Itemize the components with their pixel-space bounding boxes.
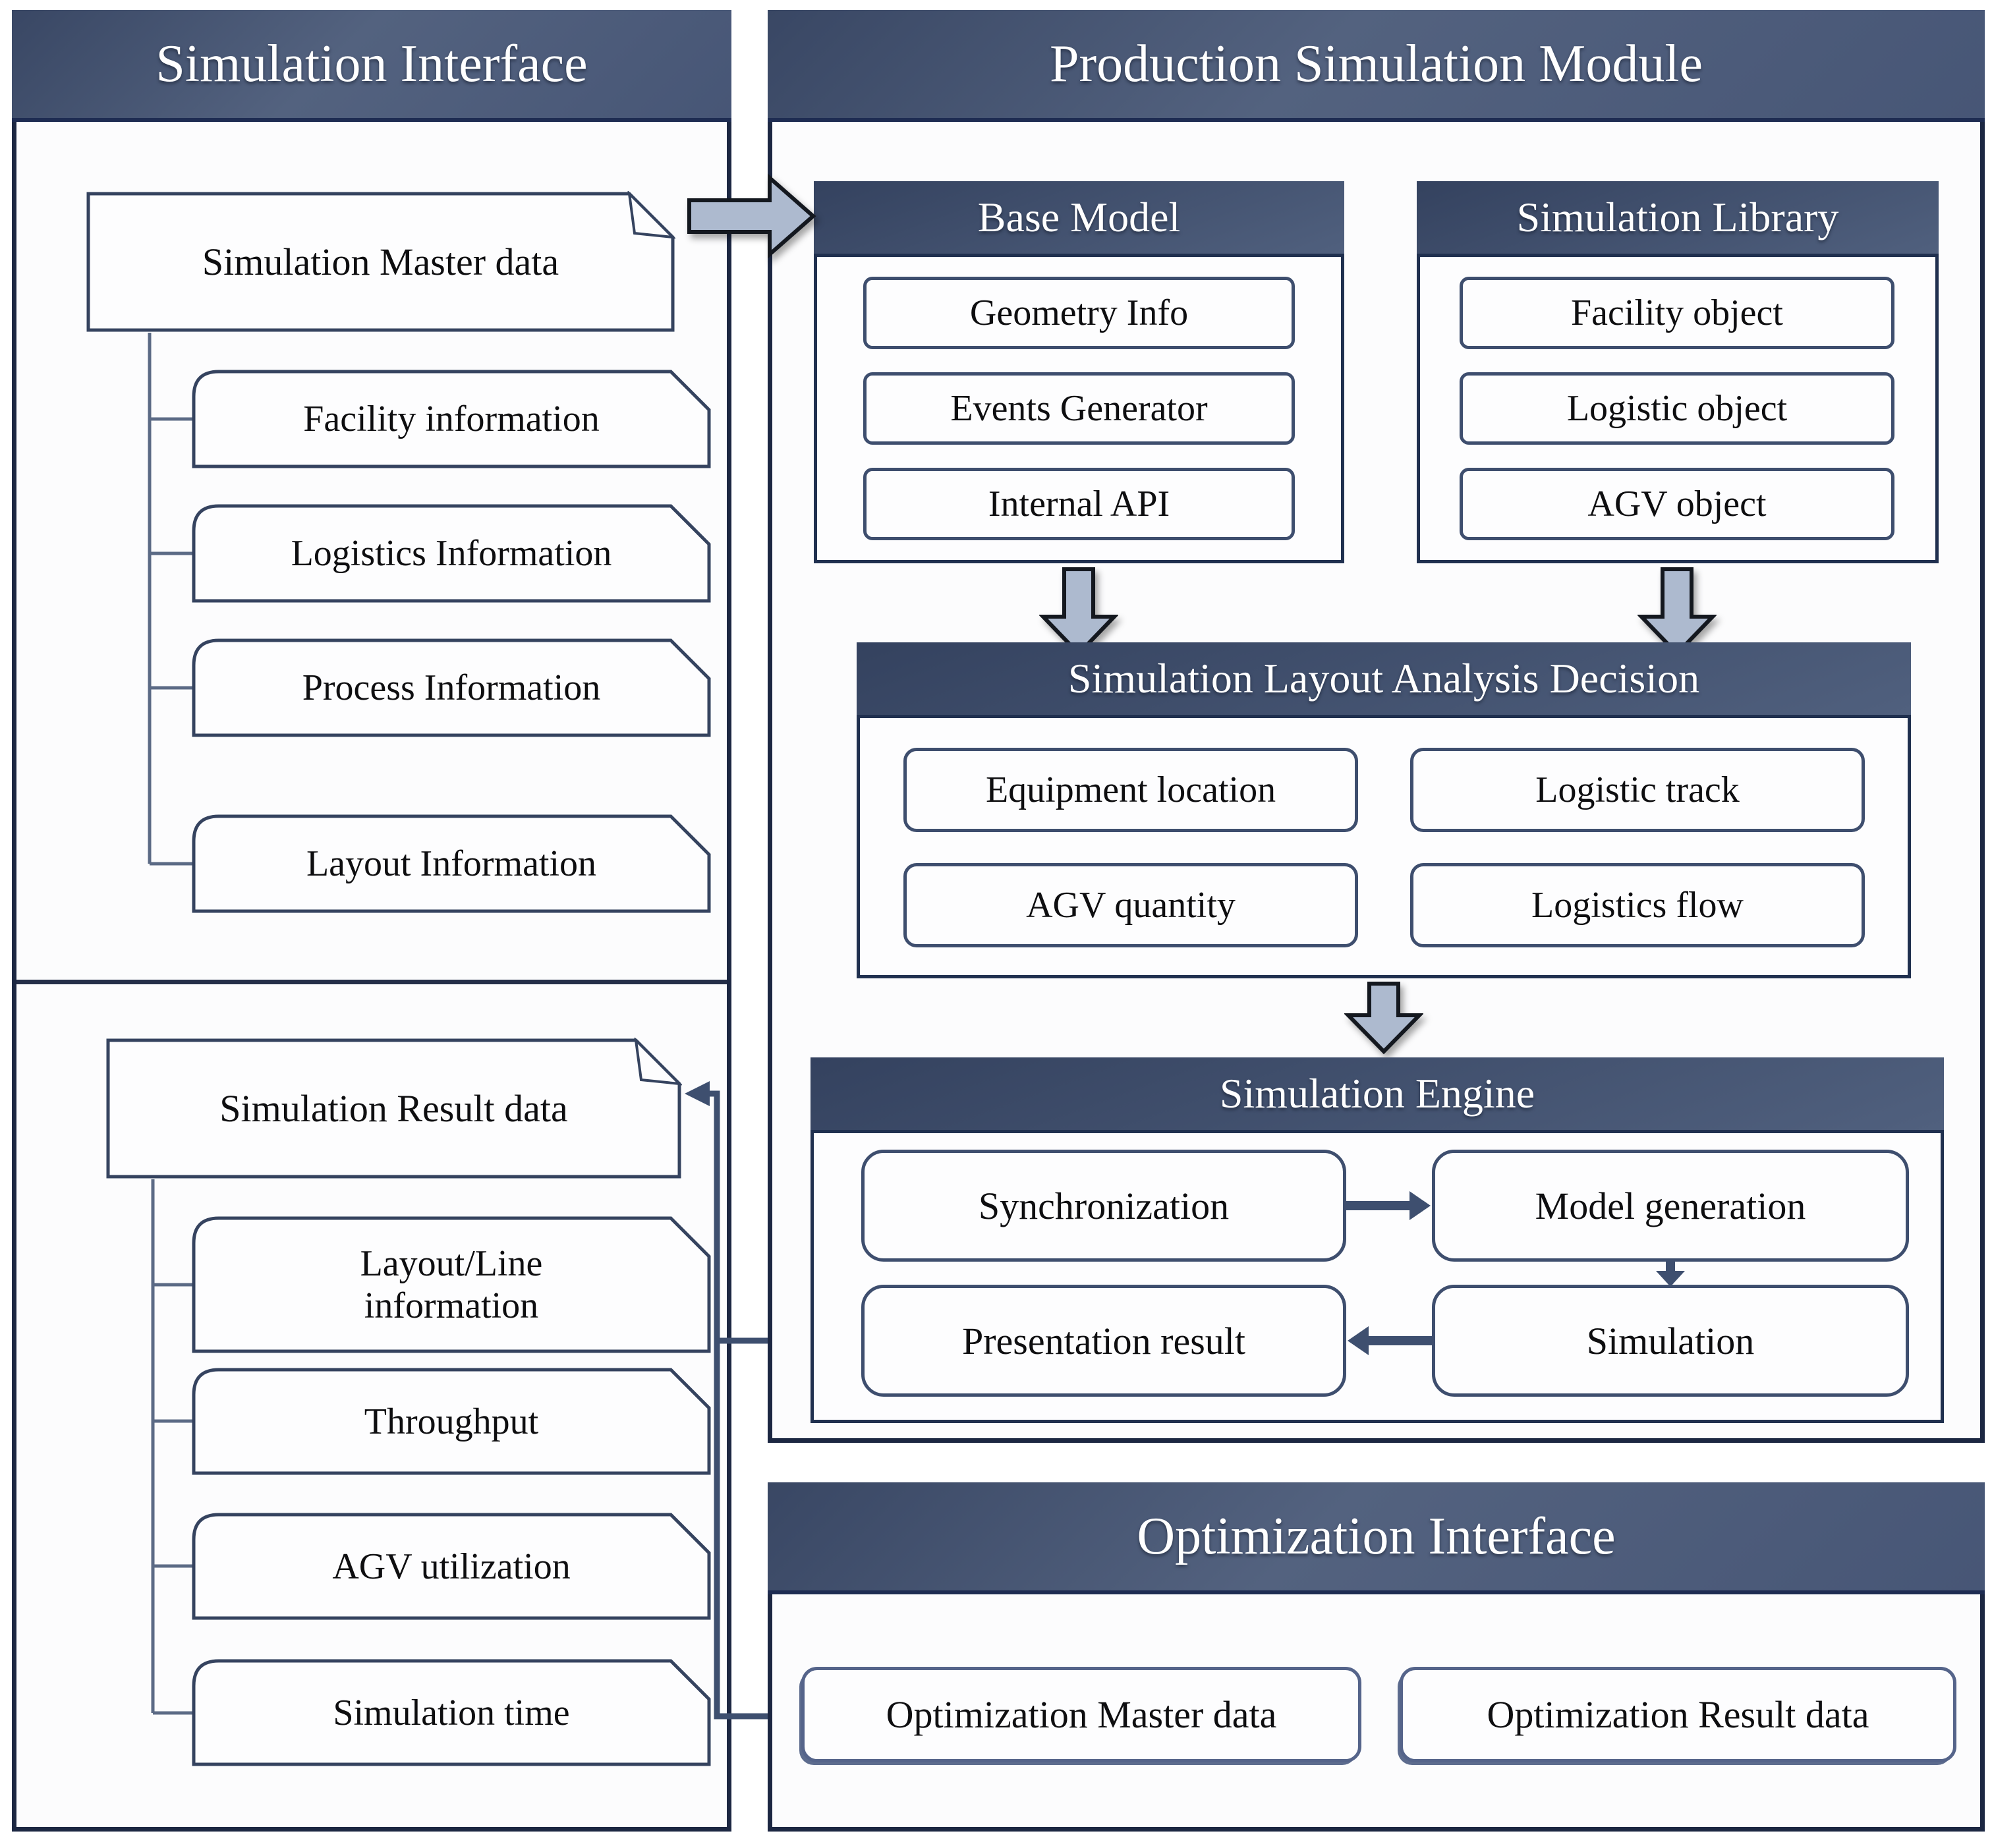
- node-layout-information: [192, 814, 711, 913]
- label-layout-line-information: Layout/Line information: [360, 1243, 543, 1326]
- flow-arrow-decision-to-engine: [1344, 982, 1423, 1055]
- panel-title: Production Simulation Module: [1049, 34, 1703, 93]
- label-logistics-information: Logistics Information: [291, 533, 612, 574]
- header-layout-analysis-decision: Simulation Layout Analysis Decision: [857, 642, 1911, 718]
- node-simulation-time: [192, 1659, 711, 1766]
- header-simulation-library: Simulation Library: [1417, 181, 1939, 257]
- node-logistic-track: Logistic track: [1410, 748, 1865, 832]
- header-simulation-interface: Simulation Interface: [12, 10, 731, 122]
- node-optimization-result-data: Optimization Result data: [1400, 1667, 1956, 1762]
- label-simulation-master-data: Simulation Master data: [202, 240, 559, 283]
- label-agv-utilization: AGV utilization: [332, 1546, 571, 1587]
- panel-title: Optimization Interface: [1137, 1507, 1616, 1565]
- group-title: Simulation Layout Analysis Decision: [1067, 655, 1700, 702]
- node-logistics-flow: Logistics flow: [1410, 863, 1865, 947]
- label-facility-information: Facility information: [303, 399, 600, 439]
- label-simulation-time: Simulation time: [333, 1692, 570, 1733]
- folded-corner-icon: [627, 191, 675, 239]
- doc-simulation-result-data: [106, 1038, 682, 1179]
- arrow-model-generation-to-simulation: [1656, 1260, 1685, 1287]
- arrow-simulation-to-presentation-result: [1348, 1326, 1432, 1355]
- arrowhead-to-result-data: [685, 1081, 710, 1106]
- header-base-model: Base Model: [814, 181, 1344, 257]
- flow-arrow-masterdata-to-module: [687, 173, 816, 259]
- label-layout-information: Layout Information: [306, 843, 597, 884]
- node-agv-quantity: AGV quantity: [903, 863, 1358, 947]
- header-simulation-engine: Simulation Engine: [811, 1057, 1944, 1133]
- node-internal-api: Internal API: [863, 468, 1295, 540]
- label-throughput: Throughput: [364, 1401, 539, 1442]
- label-simulation-result-data: Simulation Result data: [219, 1087, 568, 1130]
- node-synchronization: Synchronization: [861, 1150, 1346, 1262]
- doc-simulation-master-data: [86, 191, 675, 332]
- node-events-generator: Events Generator: [863, 372, 1295, 445]
- tree-master-connectors: [148, 333, 192, 866]
- header-optimization-interface: Optimization Interface: [768, 1482, 1985, 1594]
- header-production-simulation-module: Production Simulation Module: [768, 10, 1985, 122]
- node-facility-object: Facility object: [1460, 277, 1894, 349]
- node-agv-object: AGV object: [1460, 468, 1894, 540]
- node-equipment-location: Equipment location: [903, 748, 1358, 832]
- folded-corner-icon: [634, 1038, 682, 1086]
- flow-arrow-basemodel-to-decision: [1039, 567, 1118, 657]
- node-presentation-result: Presentation result: [861, 1285, 1346, 1397]
- tree-result-connectors: [151, 1179, 192, 1715]
- node-process-information: [192, 638, 711, 737]
- node-layout-line-information: [192, 1216, 711, 1353]
- node-simulation: Simulation: [1432, 1285, 1909, 1397]
- node-logistics-information: [192, 504, 711, 603]
- node-agv-utilization: [192, 1513, 711, 1620]
- panel-title: Simulation Interface: [156, 34, 588, 93]
- node-facility-information: [192, 370, 711, 468]
- group-title: Simulation Library: [1516, 194, 1839, 240]
- arrow-synchronization-to-model-generation: [1346, 1191, 1431, 1220]
- group-title: Base Model: [977, 194, 1181, 240]
- node-optimization-master-data: Optimization Master data: [801, 1667, 1361, 1762]
- node-geometry-info: Geometry Info: [863, 277, 1295, 349]
- node-logistic-object: Logistic object: [1460, 372, 1894, 445]
- node-model-generation: Model generation: [1432, 1150, 1909, 1262]
- node-throughput: [192, 1368, 711, 1475]
- flow-arrow-library-to-decision: [1637, 567, 1717, 657]
- group-title: Simulation Engine: [1219, 1070, 1535, 1117]
- left-panel-divider: [16, 980, 727, 984]
- label-process-information: Process Information: [302, 667, 601, 708]
